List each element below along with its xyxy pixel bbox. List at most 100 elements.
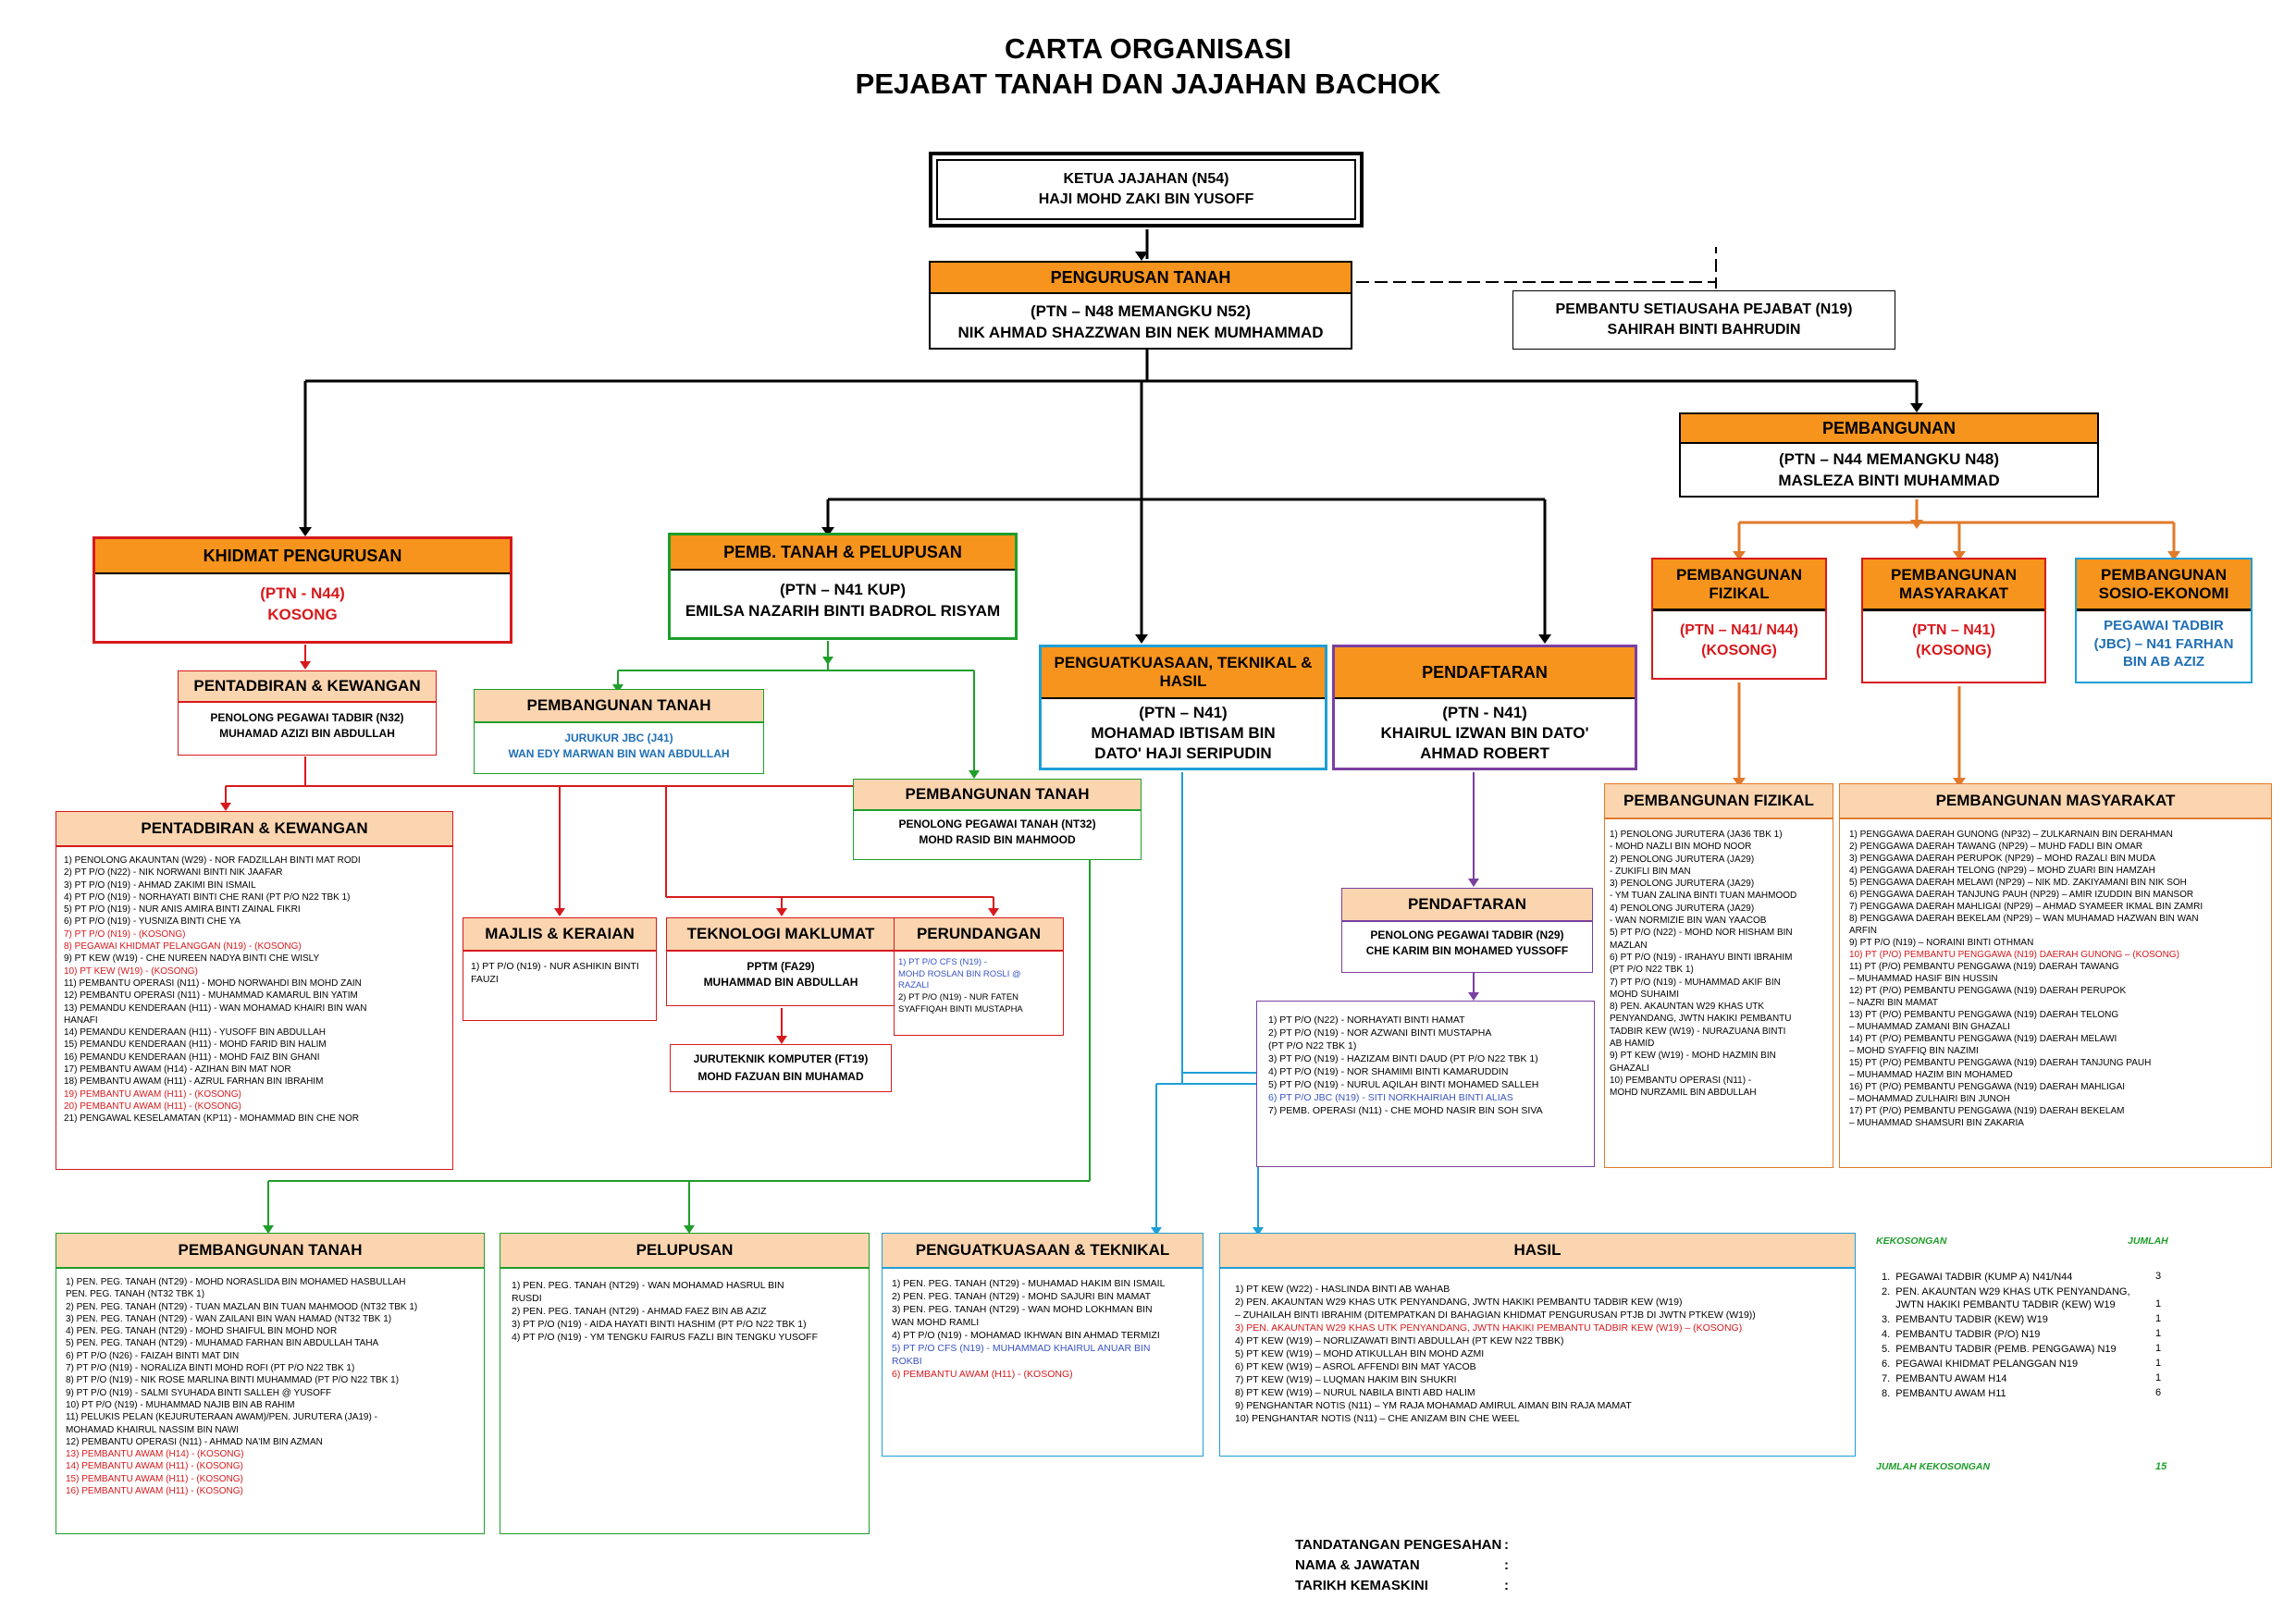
pembangunan-tanah-staff-header: PEMBANGUNAN TANAH bbox=[56, 1234, 484, 1269]
vacancy-row-count: 1 bbox=[2155, 1343, 2162, 1354]
list-item: 15) PEMANDU KENDERAAN (H11) - MOHD FARID… bbox=[64, 1039, 327, 1051]
list-item: 1) PT P/O (N19) - NUR ASHIKIN BINTI FAUZ… bbox=[471, 961, 639, 985]
list-item: 11) PELUKIS PELAN (KEJURUTERAAN AWAM)/PE… bbox=[66, 1412, 377, 1435]
list-item: 2) PT P/O (N22) - NIK NORWANI BINTI NIK … bbox=[64, 867, 283, 879]
pemb-tanah-pelupusan-grade: (PTN – N41 KUP) bbox=[779, 581, 907, 598]
pembangunan-sosio-header: PEMBANGUNAN SOSIO-EKONOMI bbox=[2077, 559, 2251, 611]
vacancy-row-count: 1 bbox=[2155, 1372, 2162, 1383]
list-item: 8) PEN. AKAUNTAN W29 KHAS UTK PENYANDANG… bbox=[1610, 1002, 1792, 1050]
perundangan-header: PERUNDANGAN bbox=[895, 918, 1063, 952]
list-item: 2) PENGGAWA DAERAH TAWANG (NP29) – MUHD … bbox=[1849, 842, 2143, 852]
list-item: 9) PT KEW (W19) - MOHD HAZMIN BIN GHAZAL… bbox=[1610, 1051, 1776, 1074]
vacancy-row-count: 3 bbox=[2155, 1271, 2162, 1282]
pendaftaran-header: PENDAFTARAN bbox=[1335, 647, 1635, 699]
pembangunan-masyarakat-box: PEMBANGUNAN MASYARAKAT (PTN – N41) (KOSO… bbox=[1861, 558, 2046, 683]
penguatkuasaan-name-1: MOHAMAD IBTISAM BIN bbox=[1091, 724, 1276, 743]
teknologi-maklumat-box: TEKNOLOGI MAKLUMAT PPTM (FA29) MUHAMMAD … bbox=[666, 917, 895, 1006]
penguatkuasaan-grade: (PTN – N41) bbox=[1139, 704, 1228, 721]
juruteknik-title: JURUTEKNIK KOMPUTER (FT19) bbox=[693, 1051, 869, 1065]
pemb-tanah-pelupusan-box: PEMB. TANAH & PELUPUSAN (PTN – N41 KUP) … bbox=[668, 533, 1018, 640]
pembangunan-sosio-title: PEGAWAI TADBIR bbox=[2104, 618, 2224, 633]
pengurusan-tanah-box: PENGURUSAN TANAH (PTN – N48 MEMANGKU N52… bbox=[929, 261, 1352, 350]
list-item: 2) PT P/O (N19) - NOR AZWANI BINTI MUSTA… bbox=[1268, 1027, 1492, 1051]
majlis-keraian-list: 1) PT P/O (N19) - NUR ASHIKIN BINTI FAUZ… bbox=[463, 952, 656, 994]
list-item: 14) PEMANDU KENDERAAN (H11) - YUSOFF BIN… bbox=[64, 1027, 327, 1039]
pengurusan-tanah-grade: (PTN – N48 MEMANGKU N52) bbox=[1030, 302, 1252, 320]
list-item: 12) PT (P/O) PEMBANTU PENGGAWA (N19) DAE… bbox=[1849, 986, 2127, 1008]
list-item: 3) PT P/O (N19) - AHMAD ZAKIMI BIN ISMAI… bbox=[64, 879, 256, 891]
list-item: 2) PEN. PEG. TANAH (NT29) - MOHD SAJURI … bbox=[892, 1290, 1152, 1302]
list-item: 10) PT (P/O) PEMBANTU PENGGAWA (N19) DAE… bbox=[1849, 950, 2179, 960]
hasil-staff-box: HASIL 1) PT KEW (W22) - HASLINDA BINTI A… bbox=[1219, 1233, 1856, 1457]
teknologi-maklumat-header: TEKNOLOGI MAKLUMAT bbox=[667, 918, 895, 952]
list-item: 6) PT P/O (N19) - YUSNIZA BINTI CHE YA bbox=[64, 916, 241, 928]
list-item: 7) PENGGAWA DAERAH MAHLIGAI (NP29) – AHM… bbox=[1849, 902, 2203, 912]
vacancy-summary: KEKOSONGAN JUMLAH 1. PEGAWAI TADBIR (KUM… bbox=[1876, 1236, 2246, 1476]
pembangunan-fizikal-staff-list: 1) PENOLONG JURUTERA (JA36 TBK 1) - MOHD… bbox=[1605, 819, 1833, 1109]
list-item: 5) PT P/O (N19) - NURUL AQILAH BINTI MOH… bbox=[1268, 1078, 1539, 1090]
perundangan-box: PERUNDANGAN 1) PT P/O CFS (N19) - MOHD R… bbox=[894, 917, 1064, 1036]
list-item: 6) PT KEW (W19) – ASROL AFFENDI BIN MAT … bbox=[1235, 1360, 1476, 1372]
pelupusan-staff-list: 1) PEN. PEG. TANAH (NT29) - WAN MOHAMAD … bbox=[500, 1269, 869, 1356]
list-item: 5) PEN. PEG. TANAH (NT29) - MUHAMAD FARH… bbox=[66, 1338, 379, 1349]
date-updated-label: TARIKH KEMASKINI bbox=[1295, 1578, 1428, 1593]
ketua-jajahan-box: KETUA JAJAHAN (N54) HAJI MOHD ZAKI BIN Y… bbox=[929, 152, 1364, 227]
list-item: 4) PEN. PEG. TANAH (NT29) - MOHD SHAIFUL… bbox=[66, 1326, 338, 1337]
hasil-staff-list: 1) PT KEW (W22) - HASLINDA BINTI AB WAHA… bbox=[1220, 1269, 1855, 1440]
list-item: 13) PT (P/O) PEMBANTU PENGGAWA (N19) DAE… bbox=[1849, 1010, 2119, 1032]
list-item: 15) PEMBANTU AWAM (H11) - (KOSONG) bbox=[66, 1473, 243, 1484]
list-item: 6) PT P/O JBC (N19) - SITI NORKHAIRIAH B… bbox=[1268, 1091, 1513, 1103]
pendaftaran-officer-title: PENOLONG PEGAWAI TADBIR (N29) bbox=[1370, 928, 1564, 941]
setiausaha-title: PEMBANTU SETIAUSAHA PEJABAT (N19) bbox=[1555, 301, 1853, 318]
hasil-staff-header: HASIL bbox=[1220, 1234, 1855, 1269]
khidmat-pengurusan-status: KOSONG bbox=[267, 605, 338, 623]
list-item: 15) PT (P/O) PEMBANTU PENGGAWA (N19) DAE… bbox=[1849, 1058, 2152, 1080]
list-item: 3) PENOLONG JURUTERA (JA29) - YM TUAN ZA… bbox=[1610, 879, 1797, 902]
list-item: 1) PEN. PEG. TANAH (NT29) - WAN MOHAMAD … bbox=[512, 1280, 784, 1304]
khidmat-pengurusan-header: KHIDMAT PENGURUSAN bbox=[95, 539, 510, 574]
list-item: 3) PT P/O (N19) - HAZIZAM BINTI DAUD (PT… bbox=[1268, 1052, 1538, 1064]
vacancy-row-label: 7. PEMBANTU AWAM H14 bbox=[1882, 1373, 2007, 1384]
vacancy-row-label: 2. PEN. AKAUNTAN W29 KHAS UTK PENYANDANG… bbox=[1882, 1286, 2130, 1311]
pembangunan-header: PEMBANGUNAN bbox=[1681, 414, 2097, 444]
list-item: 4) PT P/O (N19) - NORHAYATI BINTI CHE RA… bbox=[64, 891, 351, 903]
ketua-name: HAJI MOHD ZAKI BIN YUSOFF bbox=[1038, 191, 1254, 207]
pengurusan-tanah-header: PENGURUSAN TANAH bbox=[931, 263, 1351, 294]
pembangunan-fizikal-grade: (PTN – N41/ N44) bbox=[1679, 622, 1799, 638]
chart-title: CARTA ORGANISASI bbox=[1005, 32, 1291, 65]
list-item: 16) PEMANDU KENDERAAN (H11) - MOHD FAIZ … bbox=[64, 1051, 320, 1063]
pentadbiran-kewangan-staff-list: 1) PENOLONG AKAUNTAN (W29) - NOR FADZILL… bbox=[56, 847, 452, 1133]
list-item: 5) PENGGAWA DAERAH MELAWI (NP29) – NIK M… bbox=[1849, 878, 2187, 888]
list-item: 16) PEMBANTU AWAM (H11) - (KOSONG) bbox=[66, 1486, 243, 1497]
pendaftaran-name-1: KHAIRUL IZWAN BIN DATO' bbox=[1380, 724, 1589, 743]
list-item: 3) PT P/O (N19) - AIDA HAYATI BINTI HASH… bbox=[512, 1318, 807, 1330]
pembangunan-name: MASLEZA BINTI MUHAMMAD bbox=[1778, 471, 2000, 489]
ketua-title: KETUA JAJAHAN (N54) bbox=[1063, 171, 1229, 188]
list-item: 4) PENGGAWA DAERAH TELONG (NP29) – MOHD … bbox=[1849, 866, 2155, 876]
pembangunan-masyarakat-staff-list: 1) PENGGAWA DAERAH GUNONG (NP32) – ZULKA… bbox=[1840, 819, 2271, 1138]
pembangunan-fizikal-staff-header: PEMBANGUNAN FIZIKAL bbox=[1605, 784, 1833, 819]
vacancy-row-count: 6 bbox=[2155, 1387, 2162, 1398]
pembangunan-tanah-staff-box: PEMBANGUNAN TANAH 1) PEN. PEG. TANAH (NT… bbox=[56, 1233, 485, 1534]
list-item: 4) PT P/O (N19) - YM TENGKU FAIRUS FAZLI… bbox=[512, 1331, 819, 1343]
vacancy-row-label: 6. PEGAWAI KHIDMAT PELANGGAN N19 bbox=[1882, 1359, 2079, 1370]
list-item: 16) PT (P/O) PEMBANTU PENGGAWA (N19) DAE… bbox=[1849, 1082, 2126, 1104]
pembangunan-grade: (PTN – N44 MEMANGKU N48) bbox=[1778, 450, 2000, 468]
pembangunan-tanah-jurukur-header: PEMBANGUNAN TANAH bbox=[475, 690, 763, 723]
pembangunan-fizikal-staff-box: PEMBANGUNAN FIZIKAL 1) PENOLONG JURUTERA… bbox=[1604, 783, 1833, 1168]
signature-block: TANDATANGAN PENGESAHAN NAMA & JAWATAN TA… bbox=[1295, 1537, 1536, 1607]
vacancy-row-label: 8. PEMBANTU AWAM H11 bbox=[1882, 1388, 2006, 1399]
vacancy-row-count: 1 bbox=[2155, 1358, 2162, 1369]
list-item: 7) PT P/O (N19) - NORALIZA BINTI MOHD RO… bbox=[66, 1363, 355, 1374]
pembangunan-tanah-jurukur-title: JURUKUR JBC (J41) bbox=[564, 732, 673, 744]
pembangunan-masyarakat-staff-box: PEMBANGUNAN MASYARAKAT 1) PENGGAWA DAERA… bbox=[1839, 783, 2272, 1168]
list-item: 21) PENGAWAL KESELAMATAN (KP11) - MOHAMM… bbox=[64, 1113, 359, 1125]
list-item: 5) PT P/O (N22) - MOHD NOR HISHAM BIN MA… bbox=[1610, 928, 1793, 951]
penguatkuasaan-teknikal-staff-header: PENGUATKUASAAN & TEKNIKAL bbox=[883, 1234, 1203, 1269]
signature-colon: : bbox=[1504, 1537, 1509, 1553]
pembangunan-tanah-officer-box: PEMBANGUNAN TANAH PENOLONG PEGAWAI TANAH… bbox=[853, 779, 1142, 860]
pembangunan-masyarakat-grade: (PTN – N41) bbox=[1912, 622, 1995, 638]
penguatkuasaan-teknikal-staff-list: 1) PEN. PEG. TANAH (NT29) - MUHAMAD HAKI… bbox=[883, 1269, 1203, 1391]
list-item: 9) PENGHANTAR NOTIS (N11) – YM RAJA MOHA… bbox=[1235, 1399, 1632, 1411]
